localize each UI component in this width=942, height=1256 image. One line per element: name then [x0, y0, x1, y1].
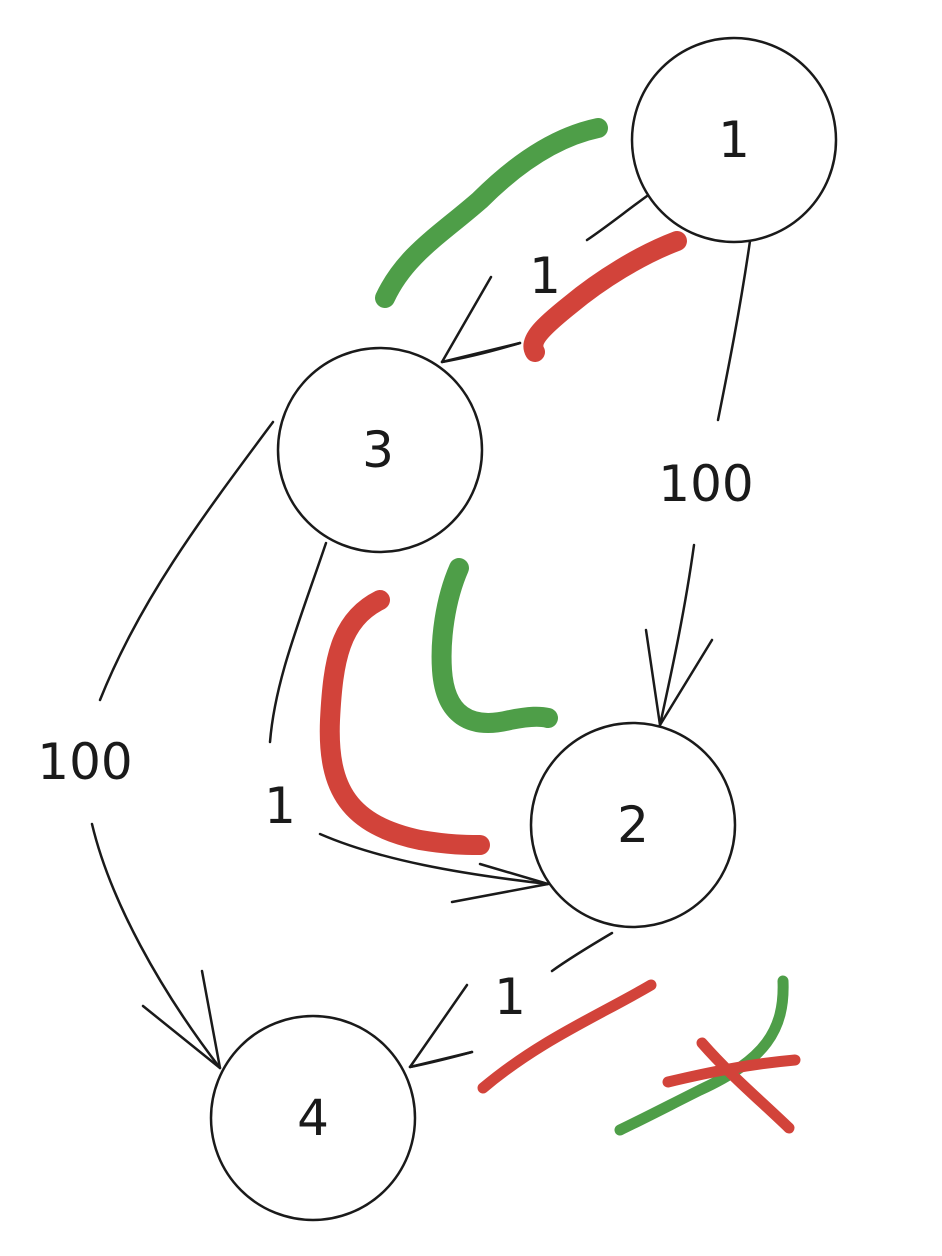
edge-label-3-4: 100: [37, 733, 132, 791]
node-2: 2: [529, 721, 737, 929]
node-label-1: 1: [718, 111, 750, 169]
green-highlight-stroke-1-3: [375, 118, 608, 308]
green-highlight-stroke-3-2: [431, 558, 558, 733]
arrowhead: [141, 969, 222, 1070]
edge-1-to-3: 1: [440, 194, 649, 364]
edge-label-1-2: 100: [658, 455, 753, 513]
edge-2-to-4: 1: [408, 931, 614, 1069]
arrowhead: [440, 275, 522, 364]
node-label-4: 4: [297, 1089, 329, 1147]
arrowhead: [450, 862, 550, 904]
edge-3-to-2: 1: [264, 541, 550, 904]
red-highlight-stroke-2-4: [477, 979, 657, 1094]
node-1: 1: [630, 36, 838, 244]
arrowhead: [644, 628, 714, 727]
red-cross-icon: [662, 1037, 801, 1134]
node-label-3: 3: [362, 421, 394, 479]
edge-label-2-4: 1: [494, 968, 526, 1026]
red-highlight-stroke-1-3: [523, 231, 687, 362]
green-alternative-stroke: [614, 975, 789, 1136]
edge-1-to-2: 100: [644, 239, 754, 727]
arrowhead: [408, 983, 474, 1069]
node-label-2: 2: [617, 796, 649, 854]
edge-3-to-4: 100: [37, 420, 275, 1070]
edge-label-3-2: 1: [264, 777, 296, 835]
node-4: 4: [209, 1014, 417, 1222]
edge-label-1-3: 1: [529, 247, 561, 305]
red-highlight-stroke-3-2: [319, 590, 490, 855]
node-3: 3: [276, 346, 484, 554]
